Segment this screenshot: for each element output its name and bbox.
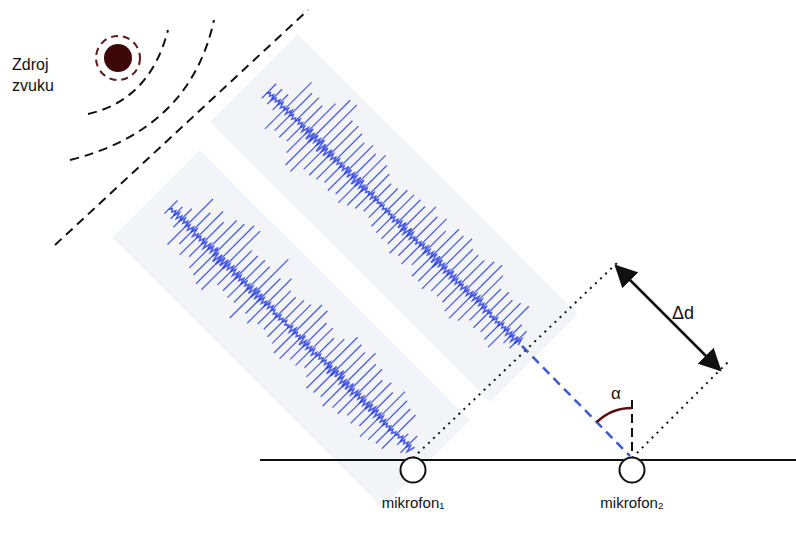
- microphone-label: mikrofon₁: [360, 492, 466, 513]
- dimension-arrow: [616, 266, 720, 370]
- source-label: Zdroj zvuku: [12, 54, 72, 96]
- wave-direction: [522, 346, 630, 456]
- sound-source: [104, 44, 132, 72]
- source-node: Zdroj zvuku: [6, 54, 90, 96]
- baseline: [260, 459, 796, 461]
- wave-ground: [112, 150, 470, 508]
- waveform: [262, 82, 529, 348]
- angle-label: α: [611, 384, 621, 404]
- microphone-label: mikrofon₂: [579, 492, 685, 513]
- source-ring: [96, 36, 140, 80]
- waveforms: [112, 34, 578, 508]
- dimension-label: Δd: [672, 303, 694, 324]
- microphone-symbol: [579, 456, 685, 486]
- construction-line: [413, 262, 730, 458]
- angle-arc: [597, 408, 632, 422]
- microphone-node: mikrofon₁: [360, 456, 466, 513]
- microphone-symbol: [360, 456, 466, 486]
- microphone-node: mikrofon₂: [579, 456, 685, 513]
